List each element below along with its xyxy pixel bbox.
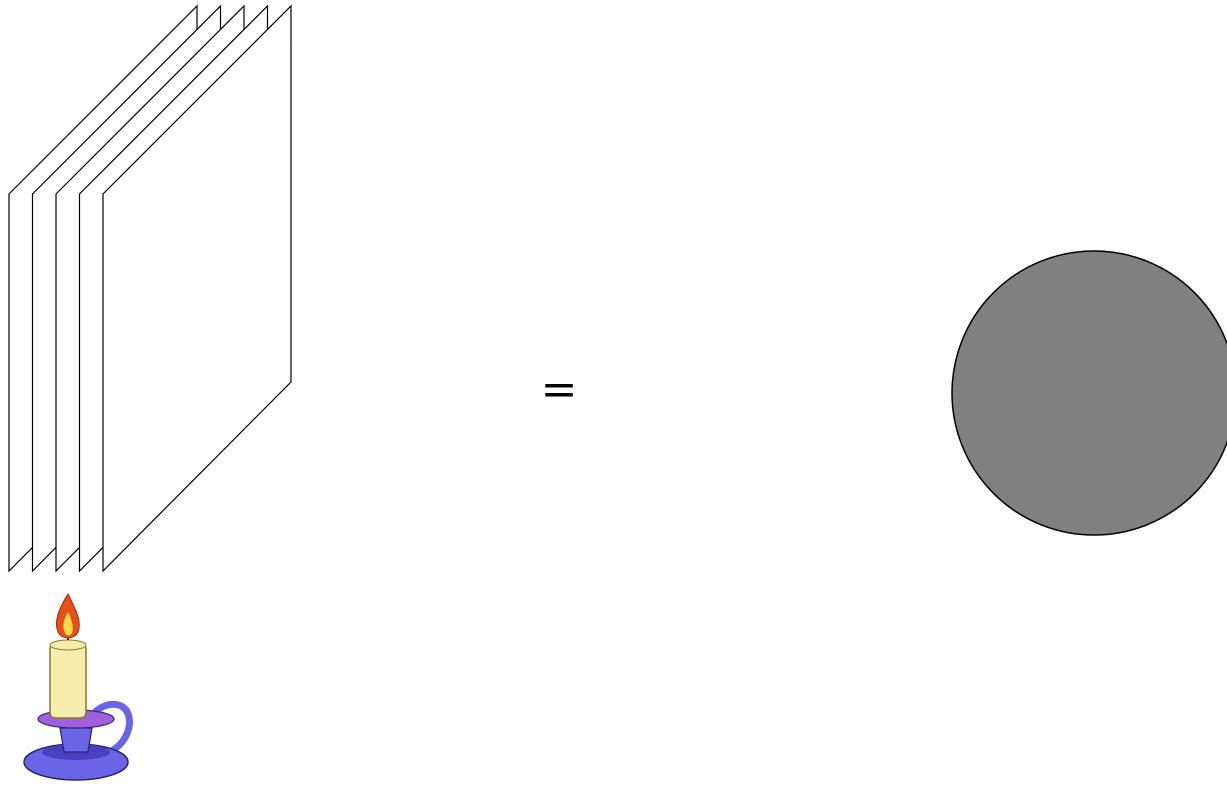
candle-holder-stem — [60, 728, 92, 752]
candle-wax — [50, 644, 86, 718]
candle-icon — [24, 594, 129, 780]
candle-wax-top — [50, 640, 86, 650]
equals-sign: = — [541, 364, 578, 415]
filter-sheet-stack — [9, 6, 291, 571]
result-disc — [952, 251, 1227, 535]
